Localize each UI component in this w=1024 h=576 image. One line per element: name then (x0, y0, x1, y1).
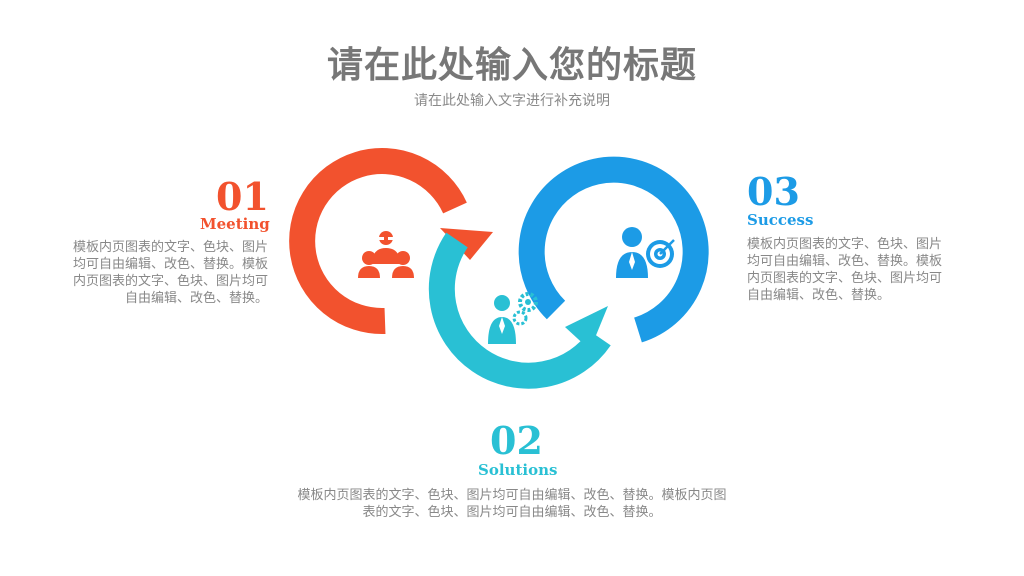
blue-ring (518, 156, 709, 343)
step-label: Success (747, 211, 814, 229)
page-title: 请在此处输入您的标题 (326, 45, 697, 86)
person-gears-icon (488, 292, 538, 344)
step-number: 01 (216, 174, 269, 219)
step-description: 模板内页图表的文字、色块、图片均可自由编辑、改色、替换。模板内页图表的文字、色块… (72, 240, 268, 306)
page-subtitle: 请在此处输入文字进行补充说明 (414, 93, 610, 109)
cyan-ring (428, 232, 611, 389)
step-number: 03 (747, 169, 800, 214)
orange-ring (289, 148, 493, 335)
step-label: Solutions (478, 461, 558, 479)
step-number: 02 (490, 418, 543, 463)
step-description: 模板内页图表的文字、色块、图片均可自由编辑、改色、替换。模板内页图表的文字、色块… (747, 237, 943, 303)
step-description: 模板内页图表的文字、色块、图片均可自由编辑、改色、替换。模板内页图表的文字、色块… (297, 488, 727, 520)
step-label: Meeting (200, 215, 270, 233)
person-target-icon (616, 227, 675, 278)
meeting-people-icon (358, 231, 414, 278)
